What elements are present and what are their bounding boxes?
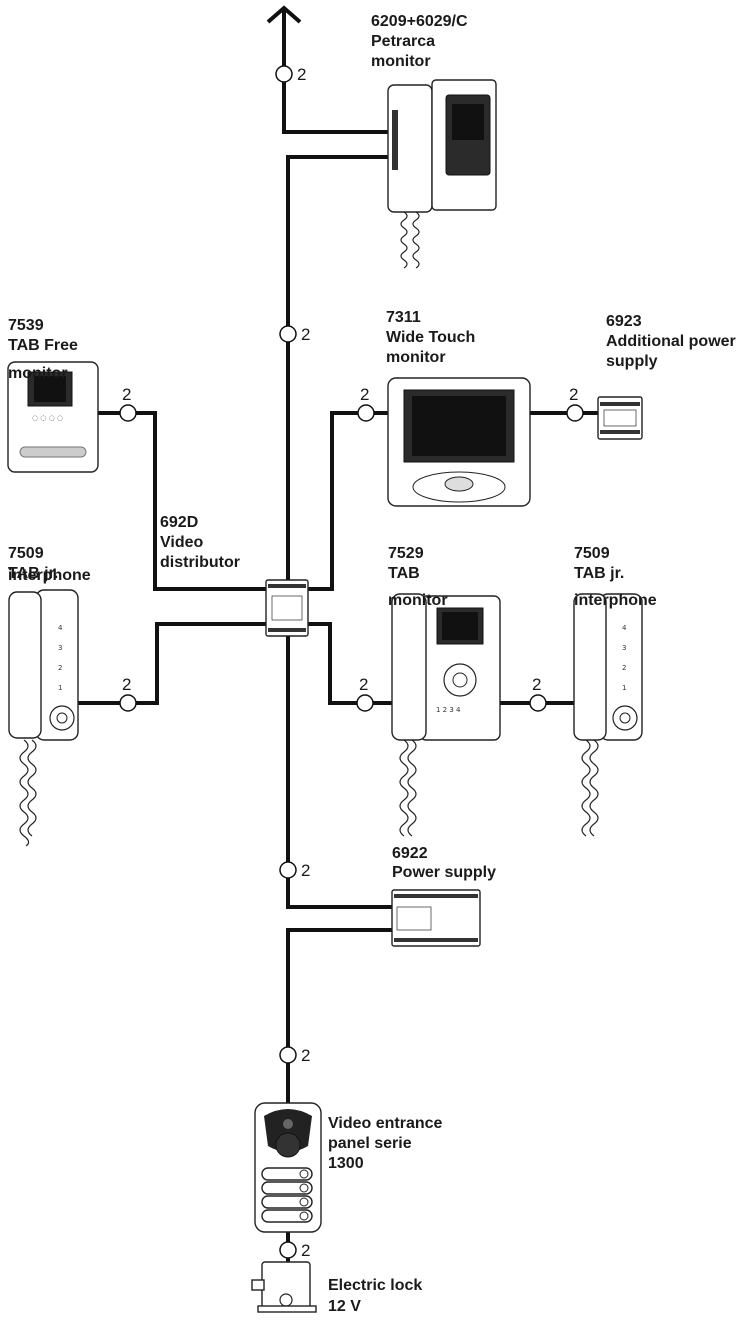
wiring-lines [78,5,598,1262]
wire-tab-jr-left [78,622,266,705]
device-code: 7509 [8,545,44,562]
device-name: TAB Free [8,337,78,354]
keypad: 2 [622,664,626,672]
tab-jr-interphone-right: 4 3 2 1 7509 TAB jr. [573,545,643,837]
keypad: 4 [622,624,627,632]
keypad: 3 [58,644,62,652]
device-code: 7529 [388,545,424,562]
wire-count-label: 2 [301,861,310,880]
tab-jr-interphone-left: 4 3 2 1 7509 TAB jr. interphone [8,545,79,847]
petrarca-monitor: 6209+6029/C Petrarca monitor [371,13,497,269]
wire-count-label: 2 [122,385,131,404]
device-name: TAB jr. [574,565,624,582]
device-name: Video [160,534,204,551]
bus-wire-to-entrance-panel [286,928,392,1103]
video-distributor: 692D Video distributor [160,514,309,637]
power-supply: 6922 Power supply [391,845,496,947]
buttons-row: ◌ ◌ ◌ ◌ [32,414,63,422]
device-name: monitor [388,592,448,609]
device-name: panel serie [328,1135,412,1152]
keypad: 4 [58,624,63,632]
device-name: Power supply [392,864,496,881]
bus-wire-top [282,8,388,134]
wire-wide-touch [308,411,388,591]
device-name: TAB [388,565,420,582]
wire-tab-monitor [308,622,392,705]
keypad: 1 [622,684,626,692]
device-name: Video entrance [328,1115,443,1132]
device-name: monitor [8,365,68,382]
wire-count-label: 2 [359,675,368,694]
additional-power-supply: 6923 Additional power supply [597,313,736,440]
wire-count-label: 2 [297,65,306,84]
device-code: 7539 [8,317,44,334]
device-name: interphone [8,567,91,584]
device-name: Wide Touch [386,329,475,346]
device-name: Additional power [606,333,736,350]
device-name: distributor [160,554,240,571]
tab-free-monitor: ◌ ◌ ◌ ◌ 7539 TAB Free monitor [7,317,99,473]
device-name: Electric lock [328,1277,422,1294]
keypad: 1 [58,684,62,692]
device-name: TAB jr. [8,565,58,582]
device-name: monitor [371,53,431,70]
wire-count-label: 2 [532,675,541,694]
device-name: 1300 [328,1155,364,1172]
electric-lock: Electric lock 12 V [251,1261,422,1315]
wire-count-label: 2 [569,385,578,404]
keypad: 1 2 3 4 [436,706,461,714]
handset-coiled-cord [399,739,417,837]
bus-wire-monitor-to-distributor [286,155,388,580]
video-entrance-panel: Video entrance panel serie 1300 [254,1102,443,1233]
keypad: 3 [622,644,626,652]
device-code: 6923 [606,313,642,330]
device-code: 7311 [386,309,421,326]
bus-wire-to-power-supply [286,636,392,909]
wire-count-label: 2 [122,675,131,694]
device-code: 7509 [574,545,610,562]
wire-count-label: 2 [360,385,369,404]
device-code: 6209+6029/C [371,13,468,30]
device-name: supply [606,353,658,370]
wire-count-label: 2 [301,1046,310,1065]
wire-count-label: 2 [301,325,310,344]
device-name: monitor [386,349,446,366]
handset-coiled-cord [19,739,37,847]
wide-touch-monitor: 7311 Wide Touch monitor [386,309,531,507]
handset-coiled-cord [400,211,420,269]
handset-coiled-cord [581,739,599,837]
device-name: Petrarca [371,33,435,50]
device-code: 692D [160,514,198,531]
wire-count-markers: 2 2 2 2 2 2 2 2 2 2 2 [119,65,584,1260]
tab-monitor: 1 2 3 4 7529 TAB monitor [388,545,501,837]
device-name: interphone [574,592,657,609]
device-code: 6922 [392,845,428,862]
device-name: 12 V [328,1298,361,1315]
wire-count-label: 2 [301,1241,310,1260]
keypad: 2 [58,664,62,672]
